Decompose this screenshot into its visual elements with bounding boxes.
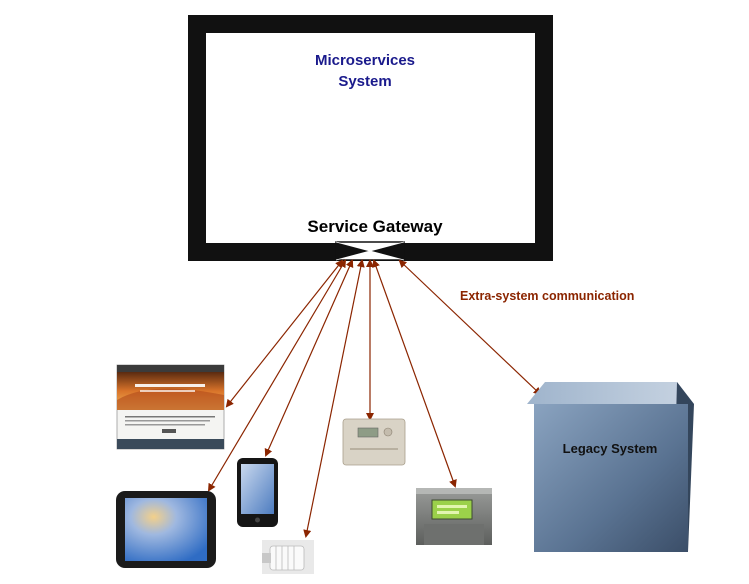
legacy-server-box-icon (527, 382, 694, 552)
service-gateway-label: Service Gateway (307, 217, 443, 236)
gateway-connector-icon (335, 241, 405, 261)
extra-system-communication-label: Extra-system communication (460, 289, 635, 303)
refrigerator-panel-icon (416, 488, 492, 545)
system-title: Microservices System (300, 50, 430, 92)
arrow-to-legacy-system (398, 259, 542, 396)
website-screenshot-icon (116, 364, 225, 450)
smartphone-icon (237, 458, 278, 527)
legacy-system-label: Legacy System (562, 441, 658, 456)
thermostat-icon (342, 418, 406, 466)
system-title-line1: Microservices (314, 52, 416, 69)
radiator-valve-icon (262, 540, 314, 574)
arrow-to-tablet (207, 259, 347, 492)
tablet-icon (116, 491, 216, 568)
arrow-to-website (225, 259, 344, 408)
microservices-system-box (188, 15, 553, 261)
arrow-to-radiator-valve (303, 259, 365, 538)
arrow-to-smartphone (264, 259, 354, 457)
system-title-line2: System (338, 73, 392, 90)
